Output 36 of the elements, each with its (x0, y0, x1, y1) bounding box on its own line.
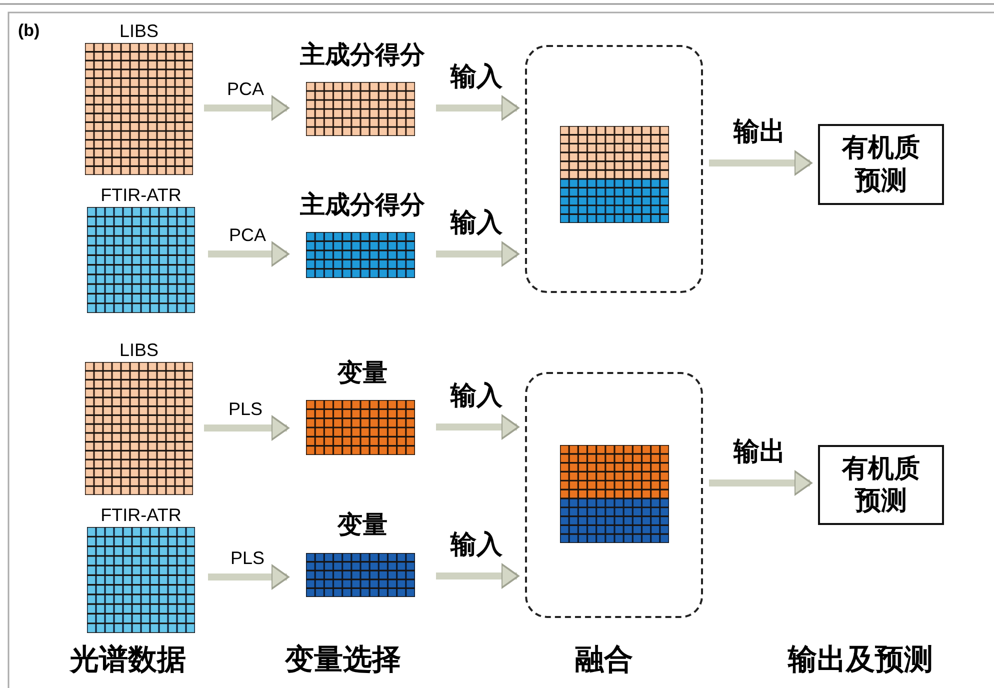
result-box: 有机质预测 (818, 445, 944, 525)
edge-label: 输入 (450, 210, 502, 236)
arrow (436, 95, 520, 121)
edge-label: PLS (228, 400, 263, 418)
grid-heading: FTIR-ATR (100, 506, 182, 524)
grid-heading: 主成分得分 (299, 42, 426, 67)
edge-label: 输入 (450, 532, 502, 558)
arrow (208, 564, 290, 590)
arrow (436, 414, 520, 440)
edge-label: PLS (230, 549, 265, 567)
grid-heading: LIBS (118, 341, 160, 359)
arrow (436, 563, 520, 589)
column-heading: 融合 (575, 645, 633, 674)
column-heading: 输出及预测 (788, 645, 933, 674)
edge-label: 输出 (734, 119, 786, 145)
arrow (204, 415, 290, 441)
edge-label: 输出 (734, 439, 786, 465)
grid-heading: FTIR-ATR (100, 186, 182, 204)
grid-heading: 主成分得分 (299, 192, 426, 217)
result-box: 有机质预测 (818, 124, 944, 205)
grid-heading: LIBS (118, 22, 160, 40)
grid-heading: 变量 (336, 512, 388, 537)
dashed-fusion-box (525, 372, 703, 618)
edge-label: 输入 (450, 64, 502, 90)
arrow (204, 95, 290, 121)
panel-label: (b) (18, 22, 40, 39)
dashed-fusion-box (525, 45, 703, 293)
arrow (709, 150, 812, 176)
column-heading: 变量选择 (285, 645, 401, 674)
edge-label: PCA (226, 80, 264, 98)
arrow (208, 241, 290, 267)
edge-label: PCA (228, 226, 266, 244)
edge-label: 输入 (450, 383, 502, 409)
arrow (436, 241, 520, 267)
grid-heading: 变量 (336, 360, 388, 385)
arrow (709, 470, 812, 496)
